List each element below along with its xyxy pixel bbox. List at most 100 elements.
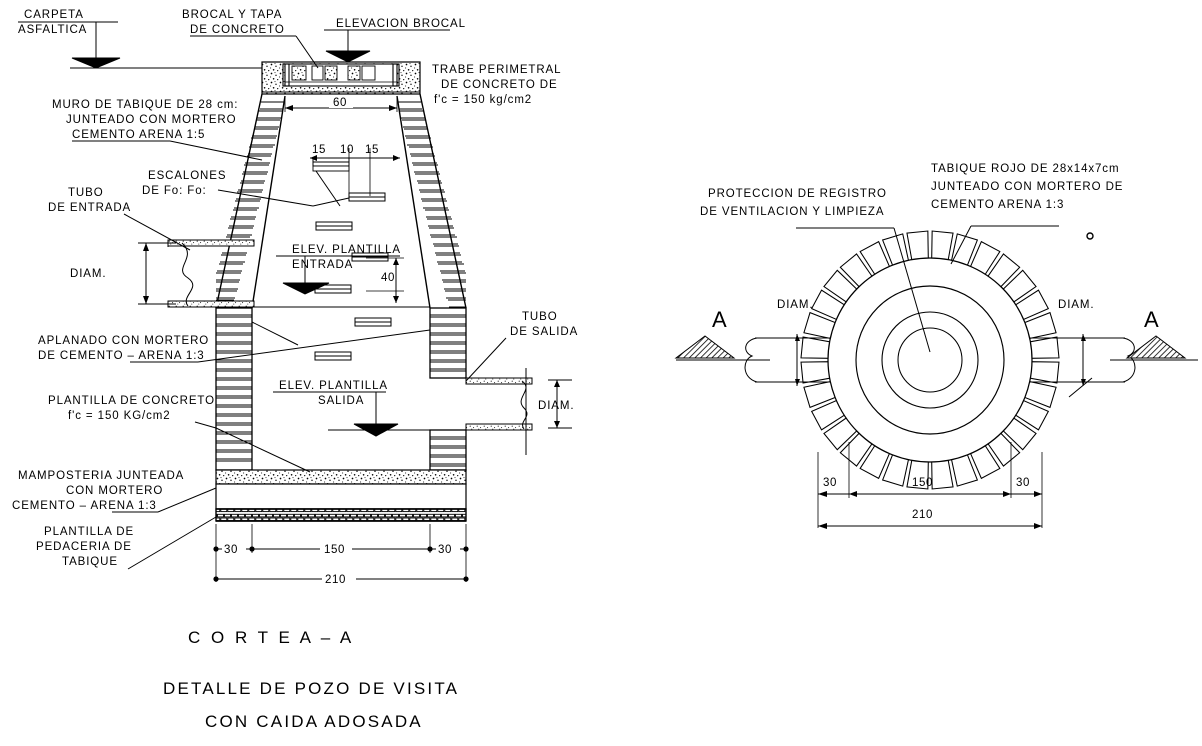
plan-outlet-diam-arrow-top: [1081, 334, 1086, 341]
barrel-right-lower-courses: [430, 436, 466, 467]
base-dim-150-bg: [320, 541, 352, 555]
base-dim-210-bg: [322, 571, 356, 585]
dim-15-left-text: 15: [312, 144, 326, 156]
barrel-left-wall: [215, 307, 253, 471]
label-muro-line3: CEMENTO ARENA 1:5: [72, 129, 205, 141]
dim-step-15-10-15: 15 10 15: [310, 144, 400, 196]
base-dim-dot-3: [427, 546, 433, 552]
label-plantilla-concreto-line2: f'c = 150 KG/cm2: [68, 410, 171, 422]
plan-inlet-diam-label: DIAM.: [777, 299, 813, 311]
label-escalones-line2: DE Fo: Fo:: [142, 185, 207, 197]
tapa-block-5: [361, 65, 376, 81]
cone-left-wall: [215, 93, 286, 309]
degree-mark-icon: [1086, 232, 1094, 240]
pedaceria-leader: [127, 516, 217, 570]
plantilla-concreto-group: [215, 469, 467, 522]
aplanado-leader-2: [251, 321, 299, 346]
inlet-diam-arrow-top: [143, 243, 149, 251]
dim-15-right-text: 15: [365, 144, 379, 156]
tapa-block-1: [291, 65, 307, 81]
plan-outlet-diam-label: DIAM.: [1058, 299, 1094, 311]
base-dim-150-center: 150: [324, 544, 345, 556]
base-dimensions-group: 30 150 30 210: [213, 524, 469, 586]
outlet-diam-arrow-top: [554, 380, 560, 387]
mamposteria-leader: [157, 487, 217, 513]
tapa-block-4: [311, 65, 324, 81]
plan-inlet-pipe-end-cap: [744, 337, 758, 383]
dim-60-text: 60: [333, 97, 347, 109]
base-dim-30r-bg: [436, 541, 460, 555]
elev-plantilla-entrada-group: ELEV. PLANTILLA ENTRADA: [276, 244, 401, 295]
aplanado-leader-1: [197, 329, 431, 363]
label-aplanado-line1: APLANADO CON MORTERO: [38, 335, 209, 347]
escalones-leader-1: [217, 189, 314, 207]
inlet-diam-label: DIAM.: [70, 268, 106, 280]
cone-right-inner: [396, 95, 431, 309]
outlet-diam-arrow-bottom: [554, 421, 560, 428]
barrel-right-upper-outline: [429, 307, 467, 379]
label-brocal-line1: BROCAL Y TAPA: [182, 9, 282, 21]
tapa-block-3: [347, 65, 361, 81]
plan-outlet-diam-slash: [1068, 377, 1093, 398]
label-brocal-line2: DE CONCRETO: [190, 24, 285, 36]
dim-60-arrow-right: [389, 105, 397, 111]
grade-symbol-outline: [71, 57, 121, 69]
inlet-diam-arrow-bottom: [143, 296, 149, 304]
plan-outlet-diam-arrow-bottom: [1081, 379, 1086, 386]
drawing-title-main: DETALLE DE POZO DE VISITA: [163, 679, 459, 698]
plantilla-concreto-leader-1: [194, 421, 217, 429]
label-tubo-entrada-line2: DE ENTRADA: [48, 202, 131, 214]
plan-dim-arrow-4: [1034, 491, 1042, 497]
plan-dim-arrow-1: [818, 491, 827, 497]
cone-left-brick-courses: [216, 101, 284, 308]
plan-inlet-diam-arrow-bottom: [795, 379, 800, 386]
cone-right-brick-courses: [398, 101, 466, 308]
dim-drop-40: 40: [366, 257, 404, 303]
dim-40-arrow-top: [393, 258, 399, 265]
label-carpeta-line1: CARPETA: [24, 9, 84, 21]
section-mark-right-letter: A: [1144, 307, 1159, 332]
dim-40-text: 40: [381, 272, 395, 284]
plan-dim-total-arrow-left: [818, 523, 827, 529]
base-dim-30-left: 30: [224, 544, 238, 556]
plan-dim-30-left: 30: [823, 477, 837, 489]
tubo-entrada-leader: [123, 213, 191, 251]
plantilla-de-concreto-slab: [215, 469, 467, 485]
label-aplanado-line2: DE CEMENTO – ARENA 1:3: [38, 350, 205, 362]
label-trabe-line2: DE CONCRETO DE: [441, 79, 558, 91]
barrel-right-upper-courses: [430, 314, 466, 372]
base-dim-dot-1: [213, 546, 219, 552]
elev-plantilla-salida-line2: SALIDA: [318, 395, 364, 407]
base-dim-30l-bg: [222, 541, 246, 555]
plan-dim-210-total: 210: [912, 509, 933, 521]
base-dim-dot-4: [463, 546, 469, 552]
label-tubo-entrada-line1: TUBO: [68, 187, 104, 199]
plan-outlet-pipe-end-cap: [1122, 337, 1136, 383]
elevacion-brocal-symbol-fill: [326, 51, 370, 62]
dim-10-text: 10: [340, 144, 354, 156]
escalones-group: [312, 157, 392, 361]
label-tubo-salida-line1: TUBO: [522, 311, 558, 323]
label-tubo-salida-line2: DE SALIDA: [510, 326, 578, 338]
dim-step-arrow-right: [393, 155, 400, 161]
label-proteccion-line2: DE VENTILACION Y LIMPIEZA: [700, 206, 884, 218]
label-tabique-line2: JUNTEADO CON MORTERO DE: [931, 181, 1123, 193]
elev-plantilla-entrada-line1: ELEV. PLANTILLA: [292, 244, 401, 256]
cone-right-wall: [396, 93, 467, 309]
plan-concentric-circles: [827, 257, 1033, 463]
plantilla-pedaceria-tabique: [215, 508, 467, 522]
grade-symbol-carpeta: [72, 58, 120, 68]
brocal-assembly: [261, 61, 421, 95]
label-pedaceria-line2: PEDACERIA DE: [36, 541, 132, 553]
drawing-title-sub: CON CAIDA ADOSADA: [205, 712, 423, 731]
base-dim-total-dot-right: [463, 576, 469, 582]
outlet-diam-label: DIAM.: [538, 400, 574, 412]
elev-entrada-symbol-outline: [282, 282, 330, 295]
label-tabique-line1: TABIQUE ROJO DE 28x14x7cm: [931, 163, 1119, 175]
plan-brick-ring: [800, 230, 1060, 490]
escalones-leader-2: [312, 197, 350, 207]
plan-inlet-diam-arrow-top: [795, 334, 800, 341]
label-plantilla-concreto-line1: PLANTILLA DE CONCRETO: [48, 395, 215, 407]
